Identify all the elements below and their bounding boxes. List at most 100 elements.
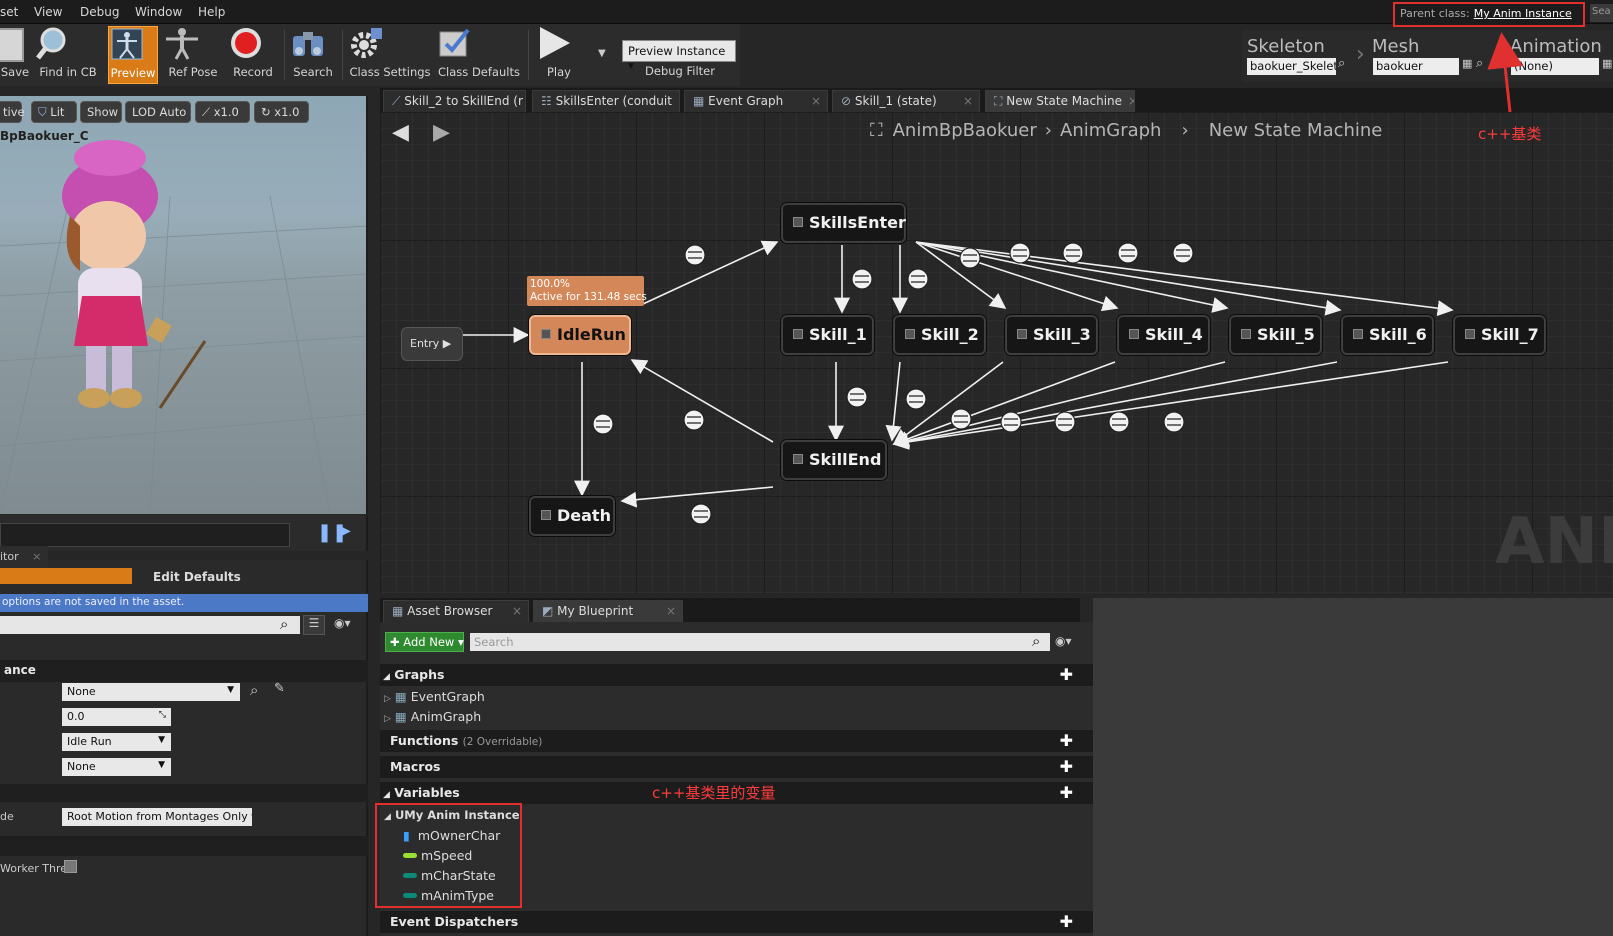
close-tab-icon[interactable]: × bbox=[810, 94, 821, 108]
variables-section[interactable]: ◢ Variables✚ bbox=[380, 782, 1093, 804]
secondary-combo-none[interactable]: None▼ bbox=[62, 758, 171, 776]
variable-category-umy-anim-instance[interactable]: ◢ UMy Anim Instance bbox=[384, 808, 520, 822]
search-icon[interactable]: ⌕ bbox=[1032, 632, 1041, 650]
edit-preview-tab[interactable] bbox=[0, 568, 132, 584]
details-search-input[interactable] bbox=[0, 616, 300, 634]
entry-node[interactable]: Entry ▶ bbox=[401, 327, 463, 361]
menu-asset[interactable]: set bbox=[0, 5, 19, 19]
tab-transition-rule[interactable]: ⟋ Skill_2 to SkillEnd (r bbox=[383, 90, 526, 112]
close-tab-icon[interactable]: × bbox=[665, 604, 676, 618]
blueprint-search-input[interactable]: Search bbox=[470, 633, 1050, 651]
preview-instance-dropdown[interactable]: Preview Instance ▾ bbox=[622, 40, 736, 72]
preview-button[interactable]: Preview bbox=[108, 26, 158, 84]
tab-my-blueprint[interactable]: ◩ My Blueprint× bbox=[533, 600, 683, 622]
viewport-mode-button[interactable]: tive bbox=[0, 101, 25, 123]
menu-view[interactable]: View bbox=[34, 5, 63, 19]
variable-item[interactable]: ▮ mOwnerChar bbox=[403, 828, 501, 843]
float-value-field[interactable]: 0.0⤡ bbox=[62, 708, 171, 726]
tab-skill1-state[interactable]: ⊘ Skill_1 (state)× bbox=[832, 90, 980, 112]
mesh-browse-icon[interactable]: ⌕ bbox=[1476, 56, 1484, 71]
ref-pose-button[interactable]: Ref Pose bbox=[164, 26, 222, 84]
animation-grid-icon[interactable]: ▦ bbox=[1602, 57, 1613, 70]
breadcrumb-root[interactable]: AnimBpBaokuer bbox=[892, 120, 1037, 141]
state-node-skill7[interactable]: Skill_7 bbox=[1453, 315, 1546, 355]
add-variable-icon[interactable]: ✚ bbox=[1059, 783, 1073, 802]
show-button[interactable]: Show bbox=[80, 101, 122, 123]
playrate-button[interactable]: ↻ x1.0 bbox=[254, 101, 309, 123]
save-button[interactable]: Save bbox=[0, 26, 30, 84]
pause-icon[interactable]: ❚❚ bbox=[317, 522, 348, 543]
state-node-skill6[interactable]: Skill_6 bbox=[1341, 315, 1434, 355]
search-icon[interactable]: ⌕ bbox=[280, 615, 289, 633]
edit-defaults-tab[interactable]: Edit Defaults bbox=[153, 570, 241, 584]
find-in-cb-button[interactable]: Find in CB bbox=[36, 26, 100, 84]
graph-item-animgraph[interactable]: ▷ ▦ AnimGraph bbox=[384, 709, 482, 724]
state-node-skill2[interactable]: Skill_2 bbox=[893, 315, 986, 355]
root-motion-combo[interactable]: Root Motion from Montages Only ▾ bbox=[62, 808, 252, 826]
conduit-node-skillsenter[interactable]: SkillsEnter bbox=[781, 203, 906, 243]
state-node-idlerun[interactable]: IdleRun bbox=[529, 315, 631, 355]
skeleton-mode-tab[interactable]: Skeleton bbox=[1247, 36, 1325, 57]
lit-mode-button[interactable]: ⛉ Lit bbox=[31, 101, 77, 123]
state-node-skill5[interactable]: Skill_5 bbox=[1229, 315, 1322, 355]
state-node-skillend[interactable]: SkillEnd bbox=[781, 440, 887, 480]
tab-skillsenter-conduit[interactable]: ☷ SkillsEnter (conduit bbox=[532, 90, 680, 112]
play-button[interactable]: Play bbox=[536, 26, 582, 84]
eyedropper-icon[interactable]: ✎ bbox=[274, 681, 285, 696]
tab-event-graph[interactable]: ▦ Event Graph× bbox=[684, 90, 828, 112]
eye-visibility-icon[interactable]: ◉▾ bbox=[1055, 634, 1072, 648]
browse-icon[interactable]: ⌕ bbox=[250, 681, 259, 699]
step-forward-icon[interactable]: ▶ bbox=[340, 523, 351, 539]
anim-instance-section[interactable]: ance bbox=[0, 660, 368, 682]
speed-button[interactable]: ⟋ x1.0 bbox=[195, 101, 250, 123]
animation-mode-tab[interactable]: Animation bbox=[1510, 36, 1602, 57]
details-tab[interactable]: itor × bbox=[0, 546, 48, 568]
class-settings-button[interactable]: Class Settings bbox=[348, 26, 432, 84]
add-graph-icon[interactable]: ✚ bbox=[1059, 665, 1073, 684]
functions-section[interactable]: Functions (2 Overridable)✚ bbox=[380, 730, 1093, 752]
state-node-skill1[interactable]: Skill_1 bbox=[781, 315, 874, 355]
play-options-chevron-icon[interactable]: ▼ bbox=[598, 48, 606, 59]
eye-visibility-icon[interactable]: ◉▾ bbox=[334, 616, 351, 630]
variable-item[interactable]: mSpeed bbox=[403, 848, 472, 863]
state-combo[interactable]: Idle Run▼ bbox=[62, 733, 171, 751]
list-view-icon[interactable]: ☰ bbox=[303, 615, 325, 635]
parent-class-link[interactable]: My Anim Instance bbox=[1473, 7, 1572, 20]
tab-new-state-machine[interactable]: ⛶ New State Machine× bbox=[985, 90, 1135, 112]
skeleton-browse-icon[interactable]: ⌕ bbox=[1338, 56, 1346, 71]
forward-arrow-icon[interactable]: ▶ bbox=[433, 120, 450, 145]
worker-thread-checkbox[interactable] bbox=[64, 860, 77, 873]
add-new-button[interactable]: ✚ Add New ▾ bbox=[385, 632, 464, 652]
variable-item[interactable]: mCharState bbox=[403, 868, 496, 883]
state-node-skill4[interactable]: Skill_4 bbox=[1117, 315, 1210, 355]
preview-viewport[interactable] bbox=[0, 96, 368, 514]
event-dispatchers-section[interactable]: Event Dispatchers✚ bbox=[380, 911, 1093, 933]
timeline-scrubber[interactable] bbox=[0, 523, 290, 547]
skeleton-field[interactable]: baokuer_Skelet bbox=[1247, 58, 1336, 75]
search-button[interactable]: Search bbox=[290, 26, 336, 84]
add-macro-icon[interactable]: ✚ bbox=[1059, 757, 1073, 776]
state-node-death[interactable]: Death bbox=[529, 496, 615, 536]
mesh-mode-tab[interactable]: Mesh bbox=[1372, 36, 1420, 57]
macros-section[interactable]: Macros✚ bbox=[380, 756, 1093, 778]
graphs-section[interactable]: ◢ Graphs✚ bbox=[380, 664, 1093, 686]
close-tab-icon[interactable]: × bbox=[511, 604, 522, 618]
breadcrumb-state-machine[interactable]: New State Machine bbox=[1208, 120, 1383, 141]
mesh-field[interactable]: baokuer bbox=[1373, 58, 1459, 75]
state-node-skill3[interactable]: Skill_3 bbox=[1005, 315, 1098, 355]
back-arrow-icon[interactable]: ◀ bbox=[392, 120, 409, 145]
close-tab-icon[interactable]: × bbox=[962, 94, 973, 108]
add-dispatcher-icon[interactable]: ✚ bbox=[1059, 912, 1073, 931]
tab-asset-browser[interactable]: ▦ Asset Browser× bbox=[383, 600, 529, 622]
animation-field[interactable]: (None) bbox=[1511, 58, 1599, 75]
top-search-input[interactable]: Sea bbox=[1590, 4, 1613, 22]
class-defaults-button[interactable]: Class Defaults bbox=[436, 26, 522, 84]
menu-window[interactable]: Window bbox=[135, 5, 183, 19]
lod-auto-button[interactable]: LOD Auto bbox=[125, 101, 191, 123]
close-tab-icon[interactable]: × bbox=[1128, 94, 1134, 108]
breadcrumb-animgraph[interactable]: AnimGraph bbox=[1060, 120, 1162, 141]
close-tab-icon[interactable]: × bbox=[32, 550, 42, 563]
menu-debug[interactable]: Debug bbox=[80, 5, 120, 19]
add-function-icon[interactable]: ✚ bbox=[1059, 731, 1073, 750]
mesh-grid-icon[interactable]: ▦ bbox=[1462, 57, 1473, 70]
